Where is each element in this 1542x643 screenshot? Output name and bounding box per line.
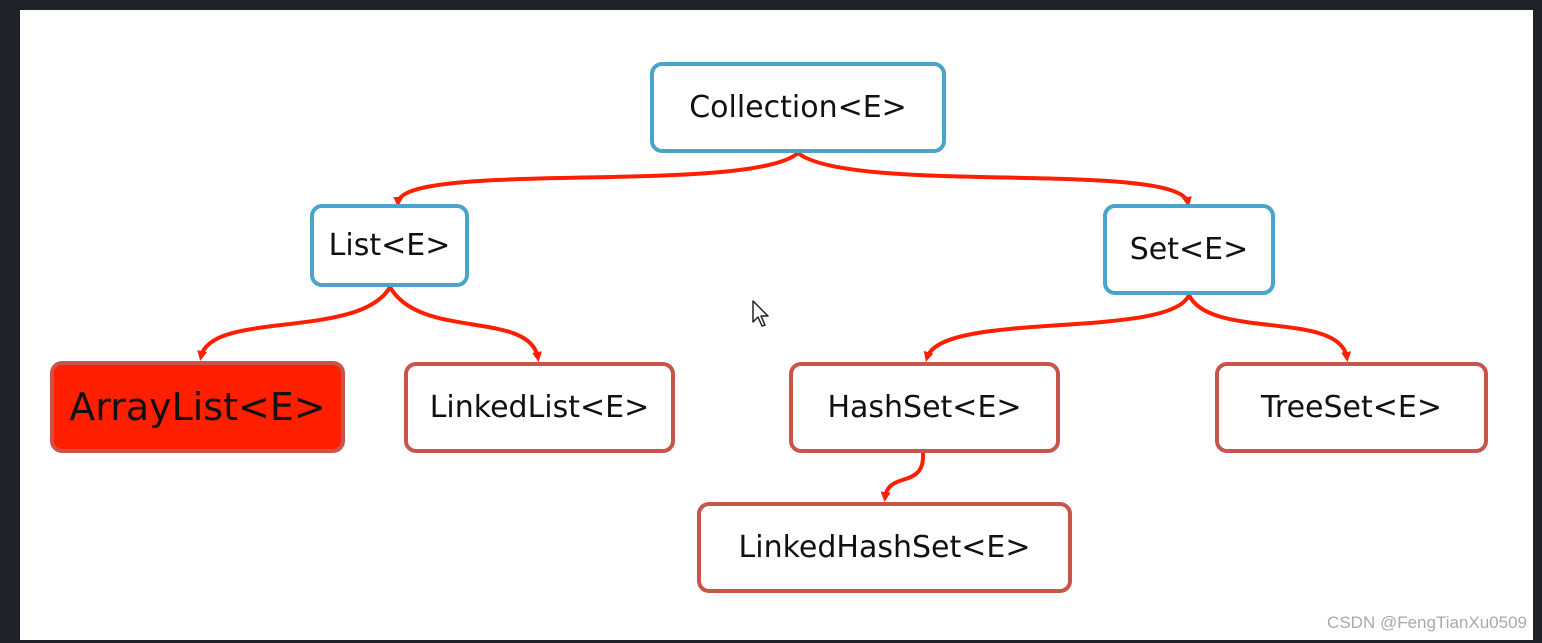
node-collection: Collection<E> — [650, 62, 946, 153]
edge-collection-set — [796, 151, 1192, 207]
edge-set-treeset — [1187, 294, 1352, 362]
node-hashset: HashSet<E> — [789, 362, 1060, 453]
mouse-pointer-icon — [752, 300, 769, 327]
node-treeset: TreeSet<E> — [1215, 362, 1488, 453]
node-arraylist: ArrayList<E> — [50, 361, 345, 453]
node-set: Set<E> — [1103, 204, 1275, 295]
node-linkedhashset: LinkedHashSet<E> — [697, 502, 1072, 593]
node-list: List<E> — [310, 204, 469, 287]
edge-list-linkedlist — [388, 285, 542, 362]
node-linkedlist: LinkedList<E> — [404, 362, 675, 453]
edge-collection-list — [393, 151, 800, 207]
watermark: CSDN @FengTianXu0509 — [1327, 613, 1527, 632]
edge-set-hashset — [923, 293, 1191, 362]
edge-hashset-linkedhashset — [880, 452, 926, 502]
edge-list-arraylist — [197, 285, 392, 361]
